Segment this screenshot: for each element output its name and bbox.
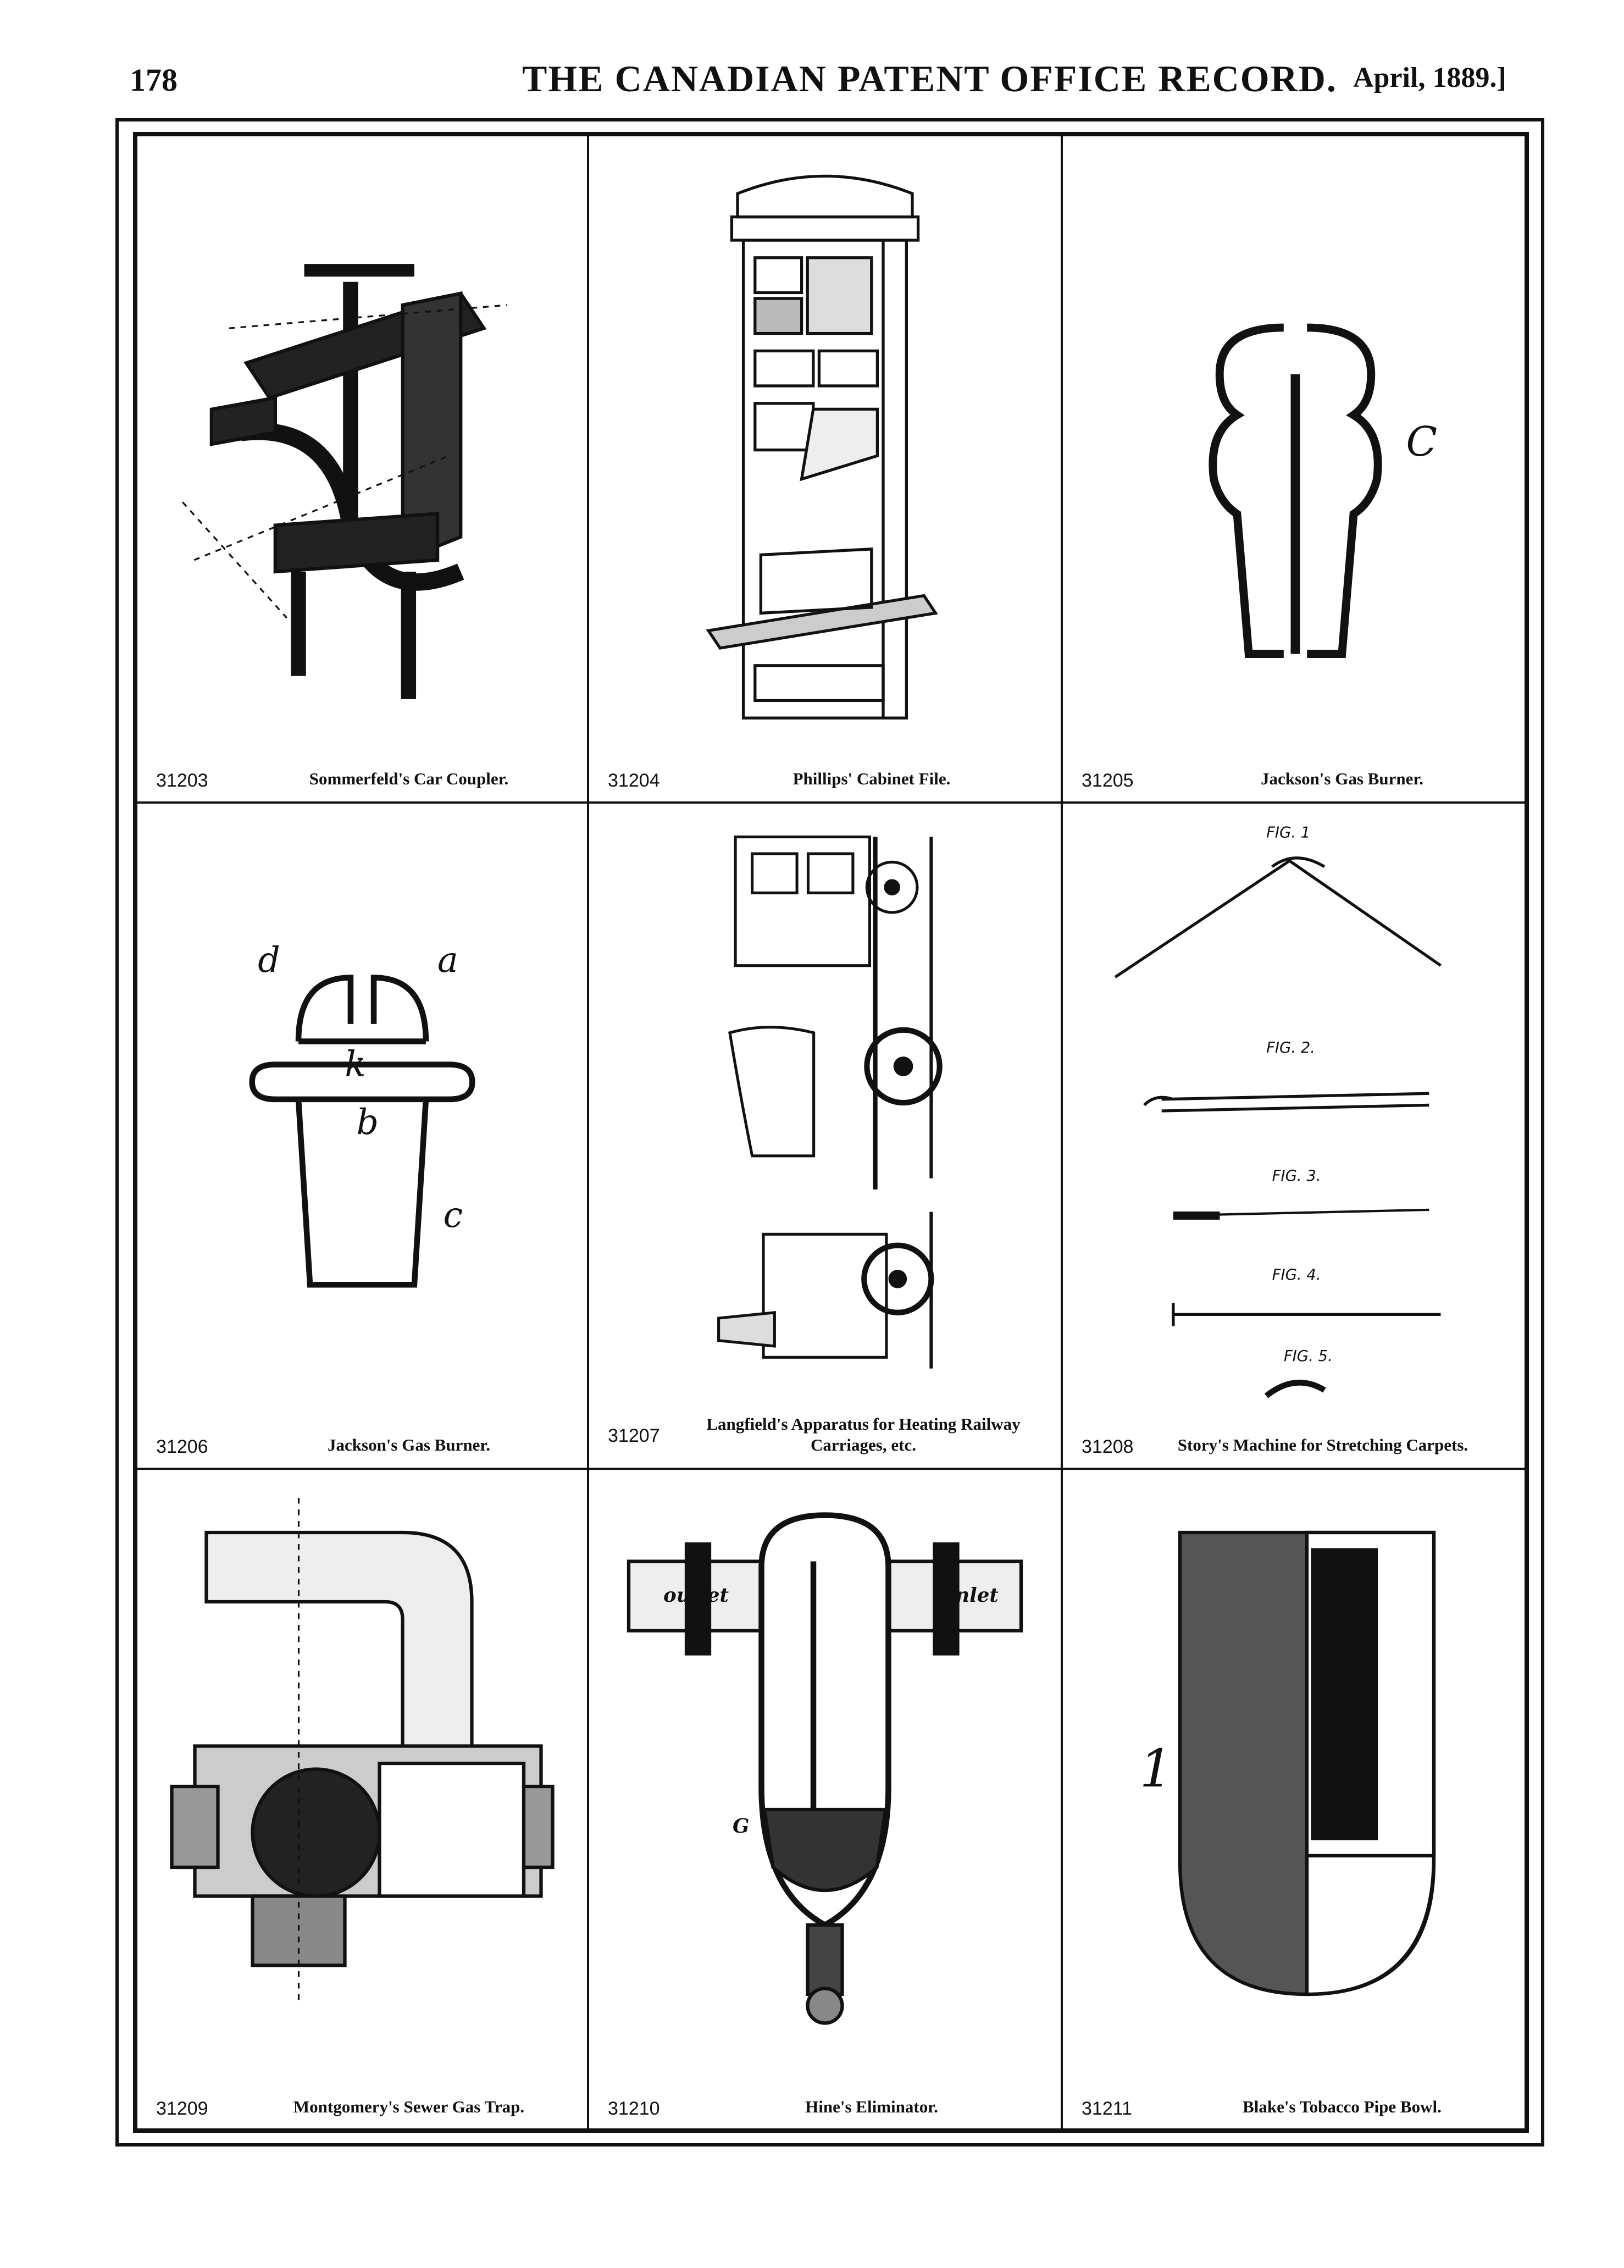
patent-cell-31206: d a k b c 31206 Jackson's Gas Burner. bbox=[137, 804, 587, 1468]
patent-number: 31206 bbox=[156, 1436, 208, 1457]
patent-caption: 31203 Sommerfeld's Car Coupler. bbox=[137, 753, 587, 792]
gas-burner-drawing: C bbox=[1209, 323, 1437, 659]
sewer-gas-trap-drawing bbox=[170, 1498, 555, 2006]
patent-number: 31204 bbox=[608, 770, 660, 791]
patent-title: Jackson's Gas Burner. bbox=[328, 1435, 490, 1454]
fig-2-label: FIG. 2. bbox=[1266, 1039, 1315, 1056]
fig-4-label: FIG. 4. bbox=[1272, 1266, 1321, 1284]
fig-5-label: FIG. 5. bbox=[1284, 1347, 1333, 1365]
patent-cell-31207: 31207 Langfield's Apparatus for Heating … bbox=[589, 804, 1061, 1468]
page-header: 178 THE CANADIAN PATENT OFFICE RECORD. A… bbox=[0, 0, 1624, 126]
figure-label-1: 1 bbox=[1140, 1739, 1173, 1799]
patent-number: 31211 bbox=[1082, 2098, 1133, 2119]
patent-cell-31208: FIG. 1 FIG. 2. FIG. 3. FIG. 4. FIG. 5. 3… bbox=[1063, 804, 1528, 1468]
fig-3-label: FIG. 3. bbox=[1272, 1167, 1321, 1185]
patent-caption: 31209 Montgomery's Sewer Gas Trap. bbox=[137, 2081, 587, 2120]
figure-label-k: k bbox=[345, 1044, 365, 1085]
inlet-label: Inlet bbox=[946, 1584, 999, 1607]
patent-title: Phillips' Cabinet File. bbox=[792, 769, 951, 788]
figure-label-c: c bbox=[444, 1194, 463, 1235]
patent-title: Sommerfeld's Car Coupler. bbox=[309, 769, 509, 788]
patent-caption: 31205 Jackson's Gas Burner. bbox=[1063, 753, 1528, 792]
grid-divider-h2 bbox=[135, 1468, 1527, 1470]
tobacco-pipe-bowl-drawing: 1 bbox=[1140, 1530, 1436, 1996]
patent-cell-31205: C 31205 Jackson's Gas Burner. bbox=[1063, 136, 1528, 801]
fig-1-label: FIG. 1 bbox=[1266, 824, 1310, 842]
patent-cell-31210: outlet Inlet G 31210 Hine's Eliminator. bbox=[589, 1470, 1061, 2129]
patent-number: 31208 bbox=[1082, 1436, 1134, 1457]
grid-divider-v1 bbox=[587, 134, 589, 2129]
figure-label-a: a bbox=[437, 939, 458, 980]
patent-number: 31210 bbox=[608, 2098, 660, 2119]
inner-frame bbox=[133, 132, 1529, 2133]
figure-label-G: G bbox=[733, 1815, 749, 1838]
car-coupler-drawing bbox=[181, 264, 507, 699]
patent-number: 31205 bbox=[1082, 770, 1134, 791]
outlet-label: outlet bbox=[663, 1584, 729, 1607]
patent-number: 31209 bbox=[156, 2098, 208, 2119]
patent-cell-31204: 31204 Phillips' Cabinet File. bbox=[589, 136, 1061, 801]
railway-heating-drawing bbox=[717, 835, 943, 1369]
patent-caption: 31210 Hine's Eliminator. bbox=[589, 2081, 1061, 2120]
page-number: 178 bbox=[130, 62, 178, 98]
figure-label-b: b bbox=[356, 1102, 379, 1142]
patent-number: 31207 bbox=[608, 1425, 660, 1446]
patent-title: Story's Machine for Stretching Carpets. bbox=[1177, 1435, 1468, 1454]
patent-cell-31203: 31203 Sommerfeld's Car Coupler. bbox=[137, 136, 587, 801]
figure-label-d: d bbox=[258, 939, 280, 980]
patent-title: Montgomery's Sewer Gas Trap. bbox=[293, 2097, 525, 2116]
patent-cell-31209: 31209 Montgomery's Sewer Gas Trap. bbox=[137, 1470, 587, 2129]
gas-burner-drawing: d a k b c bbox=[249, 939, 475, 1288]
grid-divider-v2 bbox=[1061, 134, 1063, 2129]
patent-caption: 31204 Phillips' Cabinet File. bbox=[589, 753, 1061, 792]
patent-caption: 31206 Jackson's Gas Burner. bbox=[137, 1419, 587, 1458]
patent-cell-31211: 1 31211 Blake's Tobacco Pipe Bowl. bbox=[1063, 1470, 1528, 2129]
patent-caption: 31207 Langfield's Apparatus for Heating … bbox=[589, 1408, 1061, 1458]
carpet-stretcher-drawing: FIG. 1 FIG. 2. FIG. 3. FIG. 4. FIG. 5. bbox=[1114, 824, 1442, 1398]
patent-title: Langfield's Apparatus for Heating Railwa… bbox=[706, 1414, 1021, 1454]
patent-caption: 31211 Blake's Tobacco Pipe Bowl. bbox=[1063, 2081, 1528, 2120]
patent-title: Jackson's Gas Burner. bbox=[1261, 769, 1423, 788]
figure-label-C: C bbox=[1406, 418, 1437, 466]
journal-title: THE CANADIAN PATENT OFFICE RECORD. bbox=[522, 58, 1337, 99]
outer-frame bbox=[115, 118, 1544, 2147]
patent-number: 31203 bbox=[156, 770, 208, 791]
grid-divider-h1 bbox=[135, 801, 1527, 804]
patent-title: Blake's Tobacco Pipe Bowl. bbox=[1243, 2097, 1442, 2116]
cabinet-file-drawing bbox=[706, 174, 938, 720]
patent-title: Hine's Eliminator. bbox=[805, 2097, 938, 2116]
patent-caption: 31208 Story's Machine for Stretching Car… bbox=[1063, 1419, 1528, 1458]
eliminator-drawing: outlet Inlet G bbox=[627, 1512, 1023, 2025]
issue-date: April, 1889.] bbox=[1353, 62, 1506, 93]
